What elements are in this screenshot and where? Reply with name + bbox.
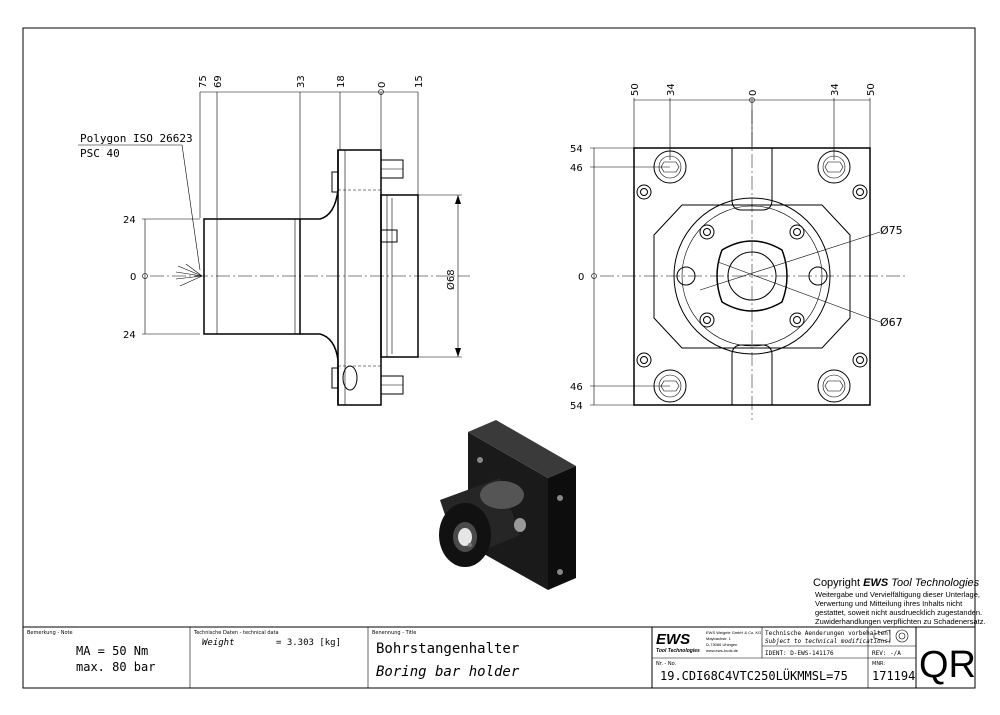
copyright-line-2: Verwertung und Mitteilung ihres Inhalts … bbox=[815, 599, 963, 608]
front-view: 50 34 0 34 50 54 46 0 46 54 bbox=[570, 83, 905, 420]
dim-dia-67: Ø67 bbox=[880, 316, 903, 329]
title-block: Bemerkung - Note MA = 50 Nm max. 80 bar … bbox=[23, 626, 976, 688]
dim-24-top: 24 bbox=[123, 215, 136, 226]
copyright-line-3: gestattet, soweit nicht ausdruecklich zu… bbox=[815, 608, 982, 617]
dim-24-bottom: 24 bbox=[123, 330, 136, 341]
company-address-3: D-73066 Uhingen bbox=[706, 642, 737, 647]
corner-bolts bbox=[653, 150, 851, 403]
fdim-50-right: 50 bbox=[866, 83, 877, 96]
copyright-line-1: Weitergabe und Vervielfältigung dieser U… bbox=[815, 590, 980, 599]
mnr-label: MNR: bbox=[872, 661, 885, 667]
fdim-54-bottom: 54 bbox=[570, 401, 583, 412]
copyright-line-4: Zuwiderhandlungen verpflichten zu Schade… bbox=[815, 617, 986, 626]
company-address-4: www.ews-tools.de bbox=[706, 648, 739, 653]
iso-product-image bbox=[439, 420, 576, 590]
copyright-title: Copyright EWS Tool Technologies bbox=[813, 577, 980, 589]
fdim-0-left: 0 bbox=[578, 272, 584, 283]
projection-symbol-icon bbox=[873, 629, 909, 643]
rights-en: Subject to technical modifications! bbox=[765, 638, 891, 645]
fdim-34-left: 34 bbox=[666, 83, 677, 96]
ews-logo-sub: Tool Technologies bbox=[656, 648, 700, 654]
note-ma: MA = 50 Nm bbox=[76, 644, 148, 658]
callout-polygon: Polygon ISO 26623 bbox=[80, 132, 193, 145]
dim-dia-75: Ø75 bbox=[880, 224, 903, 237]
part-number: 19.CDI68C4VTC250LÜKMMSL=75 bbox=[660, 667, 848, 683]
revision: REV: -/A bbox=[872, 650, 901, 657]
side-top-dims: 75 69 33 18 0 15 bbox=[198, 75, 425, 88]
number-label: Nr. - No. bbox=[656, 661, 677, 667]
note-label: Bemerkung - Note bbox=[27, 630, 73, 636]
qr-mark: QR bbox=[919, 644, 976, 686]
copyright-block: Copyright EWS Tool Technologies Weiterga… bbox=[813, 577, 986, 626]
ews-logo: EWS bbox=[656, 631, 690, 648]
callout-psc: PSC 40 bbox=[80, 147, 120, 160]
dim-0: 0 bbox=[377, 82, 388, 88]
fdim-54-top: 54 bbox=[570, 144, 583, 155]
technical-label: Technische Daten - technical data bbox=[193, 630, 279, 636]
dim-0-left: 0 bbox=[130, 272, 136, 283]
mnr-value: 171194 bbox=[872, 669, 915, 683]
weight-value: = 3.303 [kg] bbox=[276, 638, 341, 648]
fdim-46-top: 46 bbox=[570, 163, 583, 174]
company-address-2: Maybachstr. 1 bbox=[706, 636, 732, 641]
rights-de: Technische Aenderungen vorbehalten! bbox=[765, 630, 891, 637]
dim-15: 15 bbox=[414, 75, 425, 88]
fdim-46-bottom: 46 bbox=[570, 382, 583, 393]
dim-33: 33 bbox=[296, 75, 307, 88]
weight-label: Weight bbox=[202, 638, 235, 648]
dim-18: 18 bbox=[336, 75, 347, 88]
ident: IDENT: D-EWS-141176 bbox=[765, 650, 834, 657]
note-pressure: max. 80 bar bbox=[76, 660, 155, 674]
side-view: 75 69 33 18 0 15 24 0 24 bbox=[78, 75, 470, 406]
dim-dia-68: Ø68 bbox=[445, 269, 457, 290]
title-german: Bohrstangenhalter bbox=[376, 641, 519, 657]
fdim-34-right: 34 bbox=[830, 83, 841, 96]
dim-75: 75 bbox=[198, 75, 209, 88]
dim-69: 69 bbox=[213, 75, 224, 88]
fdim-50-left: 50 bbox=[630, 83, 641, 96]
title-label: Benennung - Title bbox=[372, 630, 416, 636]
title-english: Boring bar holder bbox=[376, 664, 520, 680]
fdim-0: 0 bbox=[748, 90, 759, 96]
company-address-1: EWS Weigele GmbH & Co. KG bbox=[706, 630, 761, 635]
sheet-border bbox=[22, 27, 976, 689]
